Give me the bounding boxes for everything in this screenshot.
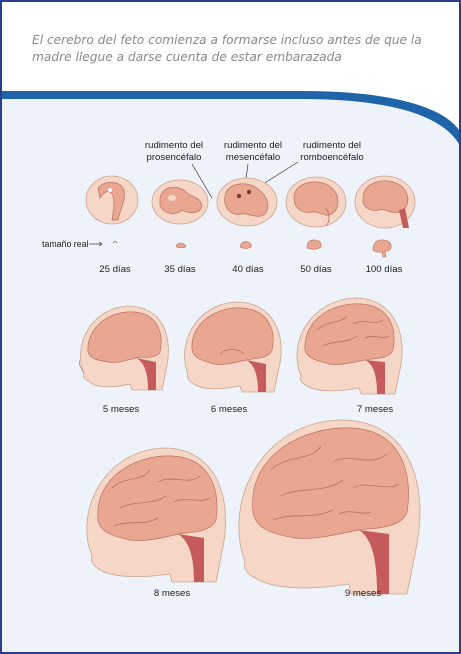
fetal-head-5-months (79, 305, 169, 391)
label-7-months: 7 meses (356, 404, 394, 415)
label-8-months: 8 meses (153, 588, 191, 599)
label-35-days: 35 días (164, 264, 196, 275)
fetal-head-9-months (238, 419, 421, 595)
annotation-prosencephalon: rudimento del prosencéfalo (134, 140, 214, 163)
annotation-rhombencephalon-line2: romboencéfalo (300, 151, 364, 163)
caption-line-1: El cerebro del feto comienza a formarse … (32, 33, 422, 47)
embryo-35-days (151, 179, 209, 225)
fetal-head-illustrations (79, 297, 421, 595)
embryo-50-days (285, 176, 347, 228)
embryo-25-days (85, 175, 139, 225)
annotation-rhombencephalon: rudimento del romboencéfalo (292, 140, 372, 163)
label-100-days: 100 días (365, 264, 403, 275)
label-5-months: 5 meses (102, 404, 140, 415)
annotation-rhombencephalon-line1: rudimento del (302, 140, 362, 151)
caption-line-2: madre llegue a darse cuenta de estar emb… (32, 50, 342, 64)
label-9-months: 9 meses (344, 588, 382, 599)
annotation-mesencephalon-line1: rudimento del (223, 140, 283, 151)
embryo-100-days (354, 175, 416, 229)
label-25-days: 25 días (99, 264, 131, 275)
real-size-label: tamaño real (42, 239, 89, 249)
embryo-illustrations (85, 161, 416, 258)
real-size-icons (112, 239, 392, 258)
embryo-40-days (216, 177, 278, 227)
fetal-head-6-months (184, 301, 282, 393)
caption-text: El cerebro del feto comienza a formarse … (32, 32, 442, 66)
label-50-days: 50 días (300, 264, 332, 275)
label-6-months: 6 meses (210, 404, 248, 415)
label-40-days: 40 días (232, 264, 264, 275)
fetal-head-7-months (296, 297, 403, 395)
fetal-head-8-months (86, 447, 226, 583)
annotation-prosencephalon-line2: prosencéfalo (146, 151, 202, 163)
annotation-prosencephalon-line1: rudimento del (144, 140, 204, 151)
annotation-mesencephalon: rudimento del mesencéfalo (216, 140, 290, 163)
annotation-mesencephalon-line2: mesencéfalo (225, 151, 281, 163)
